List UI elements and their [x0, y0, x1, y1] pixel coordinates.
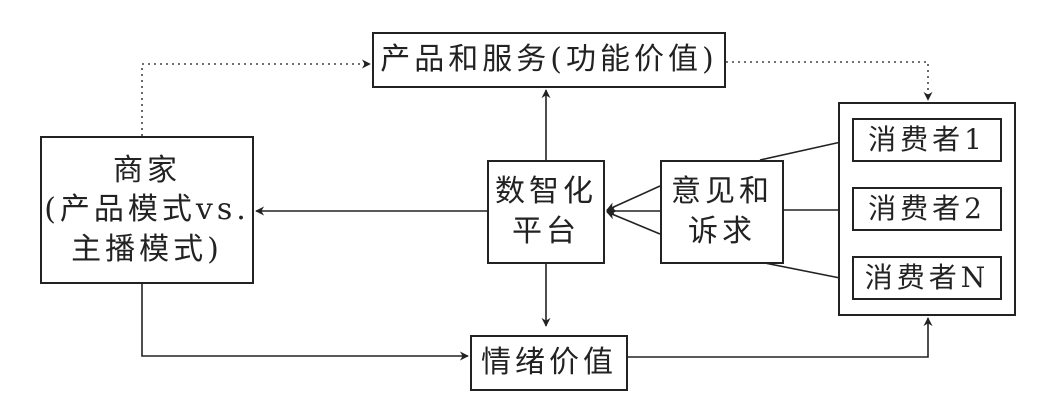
consumer-1-label: 消费者1 [868, 122, 986, 156]
consumer-n-label: 消费者N [864, 260, 990, 294]
platform-line-1: 数智化 [495, 174, 597, 210]
consumers-group: 消费者1 消费者2 消费者N [838, 102, 1016, 316]
dotted-arrow-merchant-to-products [141, 59, 371, 136]
line-consumer1-to-opinions [759, 139, 851, 161]
emotional-label: 情绪价值 [481, 345, 617, 381]
arrow-opinions-to-platform-3 [606, 210, 661, 235]
node-consumer-1: 消费者1 [852, 118, 1002, 162]
consumer-2-label: 消费者2 [868, 191, 986, 225]
merchant-line-1: 商家 [113, 152, 181, 188]
platform-line-2: 平台 [512, 214, 580, 249]
node-consumer-n: 消费者N [852, 256, 1002, 300]
node-opinions-demands: 意见和 诉求 [660, 160, 784, 264]
node-consumer-2: 消费者2 [852, 187, 1002, 231]
node-emotional-value: 情绪价值 [470, 335, 628, 391]
arrow-merchant-to-emotional [141, 284, 469, 361]
merchant-line-3: 主播模式) [71, 231, 223, 267]
merchant-line-2: (产品模式vs. [44, 192, 250, 228]
arrow-opinions-to-platform-1 [606, 185, 661, 211]
node-digital-platform: 数智化 平台 [487, 160, 605, 264]
line-consumerN-to-opinions [759, 261, 851, 281]
opinions-line-1: 意见和 [671, 174, 773, 210]
node-merchant: 商家 (产品模式vs. 主播模式) [40, 136, 254, 284]
node-products-label: 产品和服务(功能价值) [380, 42, 718, 78]
dotted-arrow-products-to-consumers [726, 61, 933, 101]
arrow-emotional-to-consumers [628, 317, 933, 358]
opinions-line-2: 诉求 [688, 214, 756, 249]
node-products-services: 产品和服务(功能价值) [372, 32, 726, 88]
